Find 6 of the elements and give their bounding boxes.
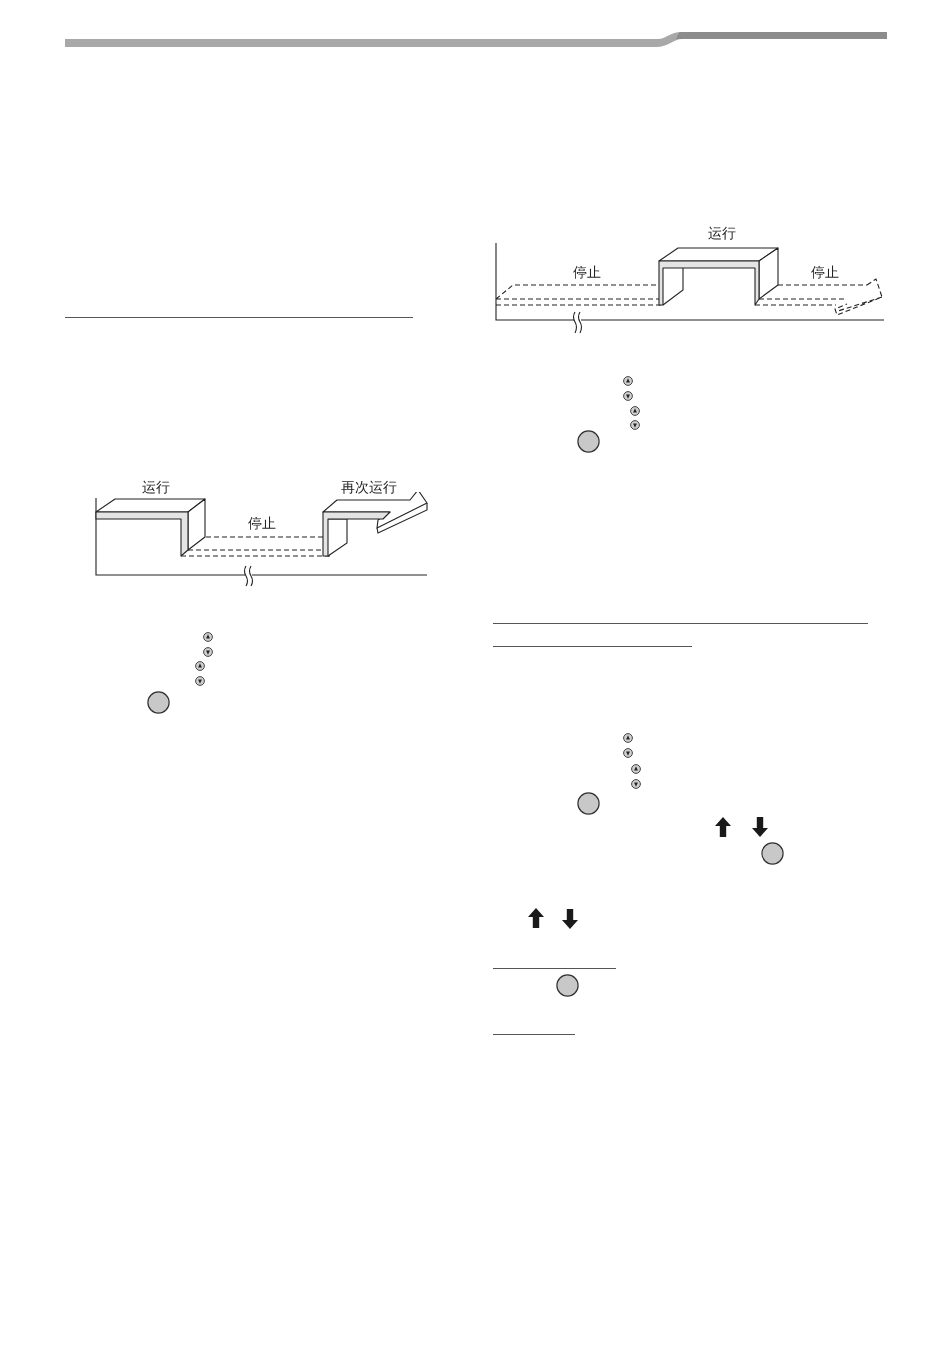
state-label: 停止: [573, 264, 601, 280]
state-label: 再次运行: [341, 479, 397, 495]
state-label: 运行: [708, 225, 736, 241]
state-label: 停止: [811, 264, 839, 280]
state-label: 停止: [248, 515, 276, 531]
state-label: 运行: [142, 479, 170, 495]
